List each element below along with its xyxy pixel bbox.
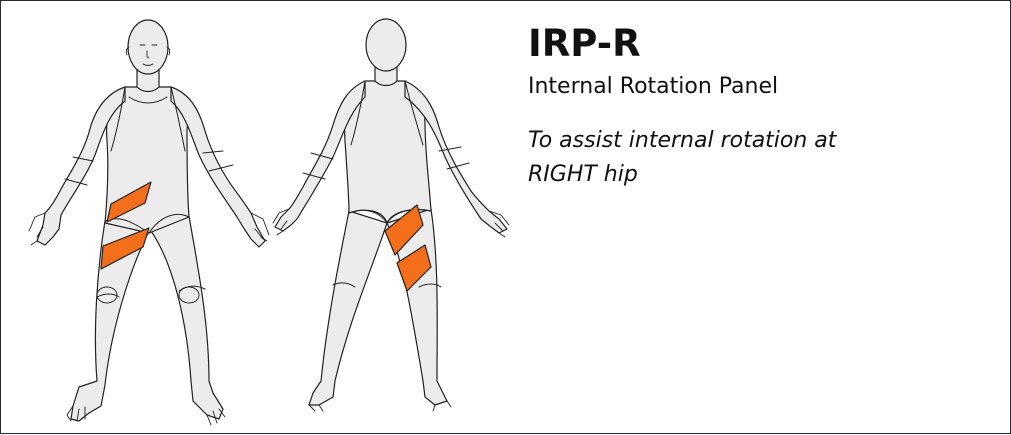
front-view-figure xyxy=(1,1,301,435)
product-info: IRP-R Internal Rotation Panel To assist … xyxy=(528,23,998,192)
product-purpose: To assist internal rotation at RIGHT hip xyxy=(528,124,848,192)
back-head xyxy=(366,19,406,71)
product-name: Internal Rotation Panel xyxy=(528,74,998,100)
front-right-leg xyxy=(151,216,223,419)
product-code: IRP-R xyxy=(528,23,998,66)
back-left-leg xyxy=(309,211,387,405)
back-view-figure xyxy=(263,1,523,435)
